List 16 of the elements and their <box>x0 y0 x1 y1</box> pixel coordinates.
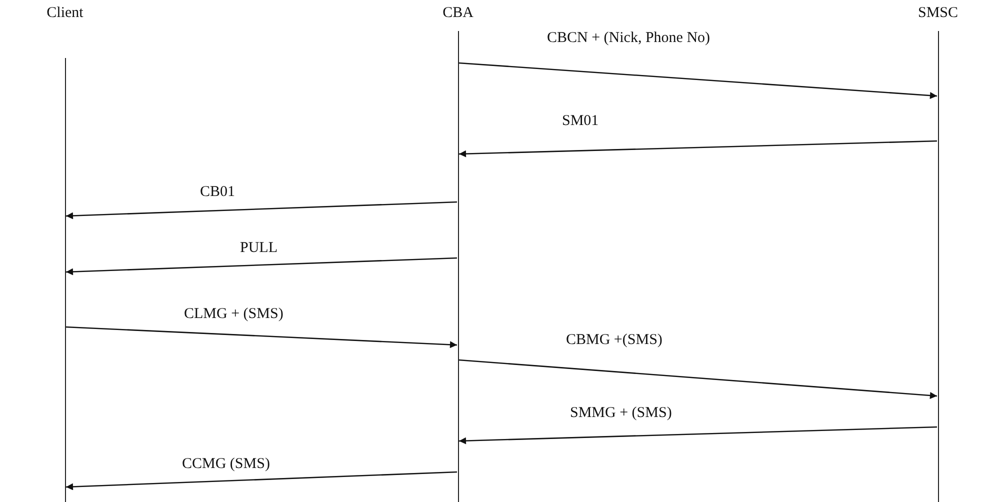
edge-label: CCMG (SMS) <box>180 456 272 473</box>
message-arrow <box>458 62 938 99</box>
message-arrow <box>66 471 458 490</box>
edge-label: CBMG +(SMS) <box>564 332 664 349</box>
edge-label: SMMG + (SMS) <box>568 405 674 422</box>
message-arrow <box>458 140 938 158</box>
message-arrow <box>458 426 938 444</box>
participant-name: CBA <box>442 4 474 22</box>
message-arrow <box>66 201 458 220</box>
edge-label: CBCN + (Nick, Phone No) <box>545 30 712 47</box>
edge-label: CLMG + (SMS) <box>182 306 286 323</box>
message-arrow <box>66 257 458 276</box>
message-arrow <box>458 359 938 399</box>
participant-name: Client <box>46 4 84 22</box>
participant-name: SMSC <box>916 4 960 22</box>
message-arrow <box>66 326 458 348</box>
